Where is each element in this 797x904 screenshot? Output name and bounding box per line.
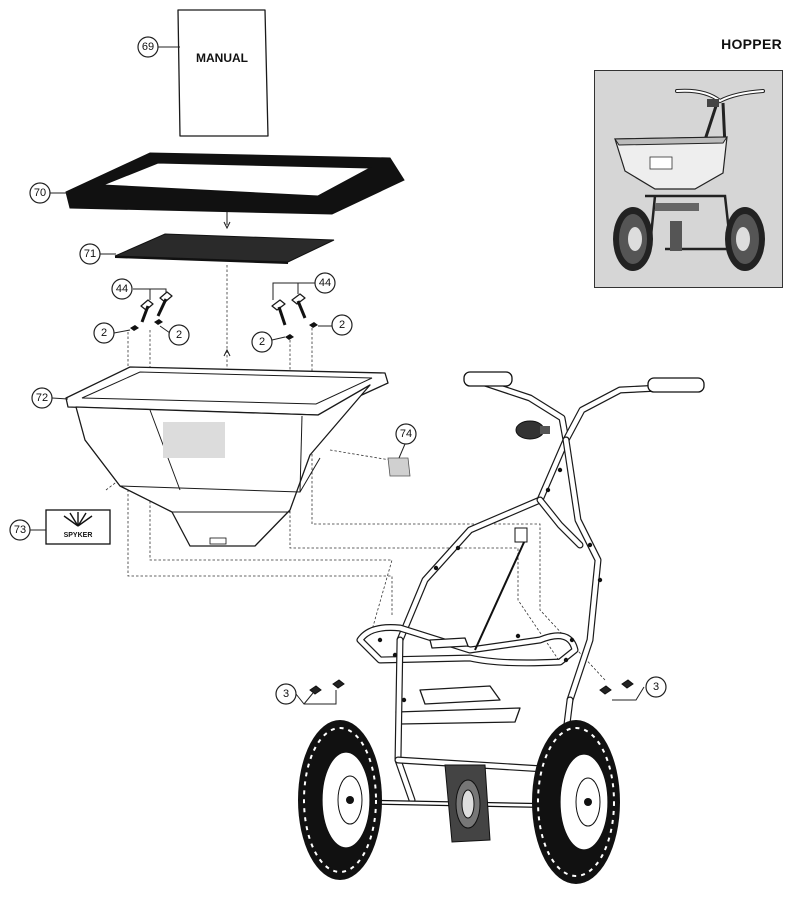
callout-3-right: 3 — [645, 676, 667, 698]
locknuts-right — [599, 679, 634, 695]
callout-70: 70 — [29, 182, 51, 204]
callout-44-right: 44 — [314, 272, 336, 294]
hopper-bin — [65, 366, 389, 547]
callout-label: 69 — [142, 41, 154, 53]
callout-44-left: 44 — [111, 278, 133, 300]
left-wheel — [298, 720, 382, 880]
callout-2-left-a: 2 — [93, 322, 115, 344]
callout-71: 71 — [79, 243, 101, 265]
hopper-lid-frame — [65, 152, 405, 215]
manual-cover-text: MANUAL — [196, 51, 248, 65]
assembled-spreader-inset — [594, 70, 783, 288]
callout-69: 69 — [137, 36, 159, 58]
callout-label: 44 — [116, 283, 128, 295]
callout-label: 73 — [14, 524, 26, 536]
hopper-screen — [114, 233, 335, 264]
bolt-set-left — [130, 291, 173, 331]
decal-brand-text: SPYKER — [64, 532, 93, 539]
callout-label: 2 — [339, 319, 345, 331]
callout-2-right-b: 2 — [331, 314, 353, 336]
callout-label: 72 — [36, 392, 48, 404]
callout-72: 72 — [31, 387, 53, 409]
callout-3-left: 3 — [275, 683, 297, 705]
callout-label: 2 — [259, 336, 265, 348]
callout-2-left-b: 2 — [168, 324, 190, 346]
callout-label: 2 — [101, 327, 107, 339]
label-patch — [387, 457, 411, 477]
assembled-spreader-illustration — [613, 88, 765, 271]
manual-booklet: MANUAL — [177, 9, 269, 137]
callout-label: 71 — [84, 248, 96, 260]
callout-label: 3 — [283, 688, 289, 700]
callout-label: 3 — [653, 681, 659, 693]
callout-label: 44 — [319, 277, 331, 289]
right-wheel — [532, 720, 620, 884]
callout-label: 70 — [34, 187, 46, 199]
diagram-title: HOPPER — [721, 36, 782, 52]
spreader-frame — [356, 371, 705, 843]
locknuts-left — [309, 679, 345, 695]
callout-74: 74 — [395, 423, 417, 445]
callout-2-right-a: 2 — [251, 331, 273, 353]
spyker-decal: SPYKER — [45, 509, 111, 545]
callout-label: 74 — [400, 428, 412, 440]
callout-label: 2 — [176, 329, 182, 341]
callout-73: 73 — [9, 519, 31, 541]
bolt-set-right — [271, 293, 318, 340]
